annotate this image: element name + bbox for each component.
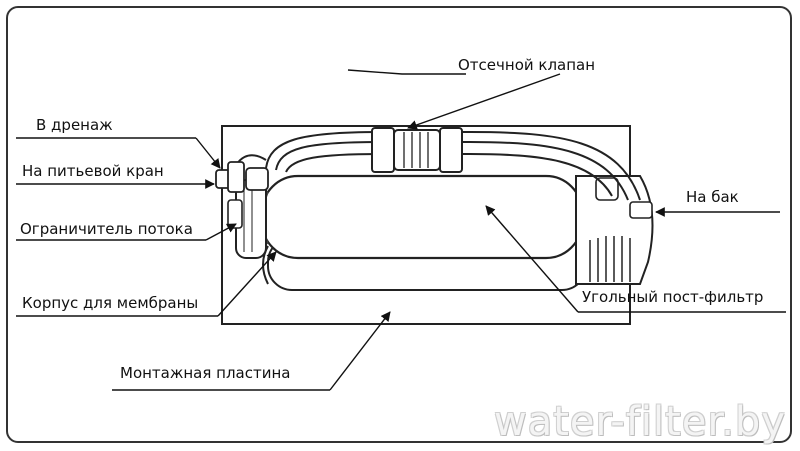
label-carbon-postfilter: Угольный пост-фильтр <box>582 288 764 306</box>
carbon-postfilter <box>260 174 584 260</box>
label-to-drain: В дренаж <box>36 116 113 134</box>
watermark: water-filter.by <box>494 399 786 445</box>
left-fittings <box>215 161 269 193</box>
label-to-faucet: На питьевой кран <box>22 162 164 180</box>
label-membrane-housing: Корпус для мембраны <box>22 294 199 312</box>
label-shutoff-valve: Отсечной клапан <box>458 56 596 74</box>
tubing <box>231 131 641 201</box>
label-flow-restrictor: Ограничитель потока <box>20 220 193 238</box>
leader-lines <box>16 69 786 391</box>
outer-frame <box>6 6 792 443</box>
label-mounting-plate: Монтажная пластина <box>120 364 291 382</box>
shutoff-valve <box>371 127 463 173</box>
label-to-tank: На бак <box>686 188 739 206</box>
right-end-cap <box>575 175 654 285</box>
